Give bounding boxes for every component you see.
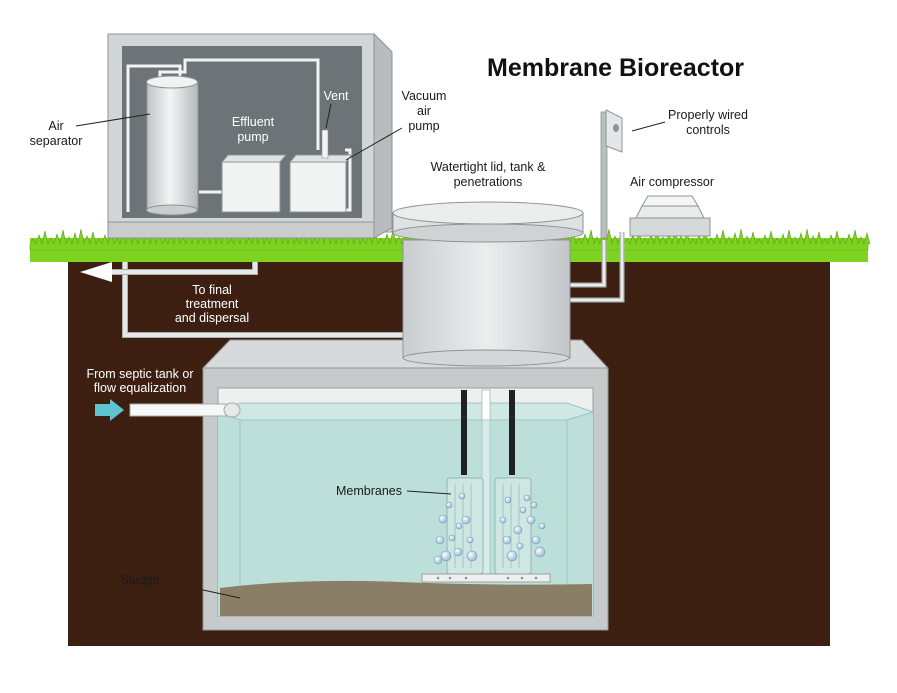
air-bubble — [513, 525, 523, 535]
svg-text:separator: separator — [30, 134, 83, 148]
label-vacuum-air-pump: Vacuum air pump — [402, 89, 447, 133]
svg-text:air: air — [417, 104, 431, 118]
label-air-compressor: Air compressor — [630, 175, 714, 189]
air-lines — [570, 232, 625, 303]
air-bubble — [440, 550, 452, 562]
tank — [201, 339, 610, 631]
svg-text:Watertight lid, tank &: Watertight lid, tank & — [431, 160, 547, 174]
leader-lines — [75, 103, 666, 599]
label-membranes: Membranes — [336, 484, 402, 498]
air-bubble — [538, 522, 546, 530]
air-bubble — [530, 501, 538, 509]
air-bubble — [448, 534, 456, 542]
watertight-lid — [392, 201, 584, 243]
vacuum-air-pump-box — [289, 161, 347, 213]
svg-text:and dispersal: and dispersal — [175, 311, 249, 325]
label-properly-wired-controls: Properly wired controls — [668, 108, 748, 137]
air-bubble — [438, 514, 448, 524]
label-watertight-lid: Watertight lid, tank & penetrations — [431, 160, 547, 189]
air-bubble — [523, 494, 531, 502]
svg-text:Vacuum: Vacuum — [402, 89, 447, 103]
air-bubble — [531, 535, 541, 545]
label-effluent-pump: Effluent pump — [232, 115, 275, 144]
air-bubble — [453, 547, 463, 557]
svg-text:pump: pump — [408, 119, 439, 133]
equipment-panel — [107, 32, 393, 239]
air-bubble — [504, 496, 512, 504]
sludge-layer — [220, 580, 592, 616]
svg-text:pump: pump — [237, 130, 268, 144]
effluent-pump-box — [221, 161, 281, 213]
air-bubbles — [433, 492, 546, 565]
svg-text:Effluent: Effluent — [232, 115, 275, 129]
air-bubble — [534, 546, 546, 558]
membrane-module — [421, 477, 551, 583]
air-bubble — [526, 515, 536, 525]
tank-riser — [402, 239, 571, 367]
label-air-separator: Air separator — [30, 119, 83, 148]
svg-text:Properly wired: Properly wired — [668, 108, 748, 122]
air-bubble — [499, 516, 507, 524]
air-bubble — [445, 501, 453, 509]
air-separator-tank — [146, 81, 199, 211]
air-bubble — [502, 535, 512, 545]
label-from-septic-tank: From septic tank or flow equalization — [87, 367, 194, 395]
diagram-title: Membrane Bioreactor — [487, 54, 744, 82]
label-vent: Vent — [323, 89, 349, 103]
inflow-arrow — [95, 399, 124, 421]
controls-post — [600, 109, 623, 239]
air-bubble — [455, 522, 463, 530]
svg-text:Air: Air — [48, 119, 63, 133]
inflow-pipe — [95, 399, 241, 421]
discharge-arrow — [80, 262, 112, 282]
air-compressor — [629, 195, 711, 237]
svg-text:From septic tank or: From septic tank or — [87, 367, 194, 381]
air-bubble — [516, 542, 524, 550]
air-bubble — [461, 515, 471, 525]
svg-text:penetrations: penetrations — [454, 175, 523, 189]
svg-text:treatment: treatment — [186, 297, 239, 311]
air-bubble — [466, 536, 474, 544]
svg-text:To final: To final — [192, 283, 232, 297]
air-bubble — [506, 550, 518, 562]
svg-text:controls: controls — [686, 123, 730, 137]
air-bubble — [435, 535, 445, 545]
effluent-discharge-pipe — [110, 262, 405, 338]
air-bubble — [458, 492, 466, 500]
label-sludge: Sludge — [121, 573, 160, 587]
svg-text:flow equalization: flow equalization — [94, 381, 186, 395]
air-bubble — [466, 550, 478, 562]
air-bubble — [519, 506, 527, 514]
label-to-final-treatment: To final treatment and dispersal — [175, 283, 249, 325]
air-bubble — [433, 555, 443, 565]
